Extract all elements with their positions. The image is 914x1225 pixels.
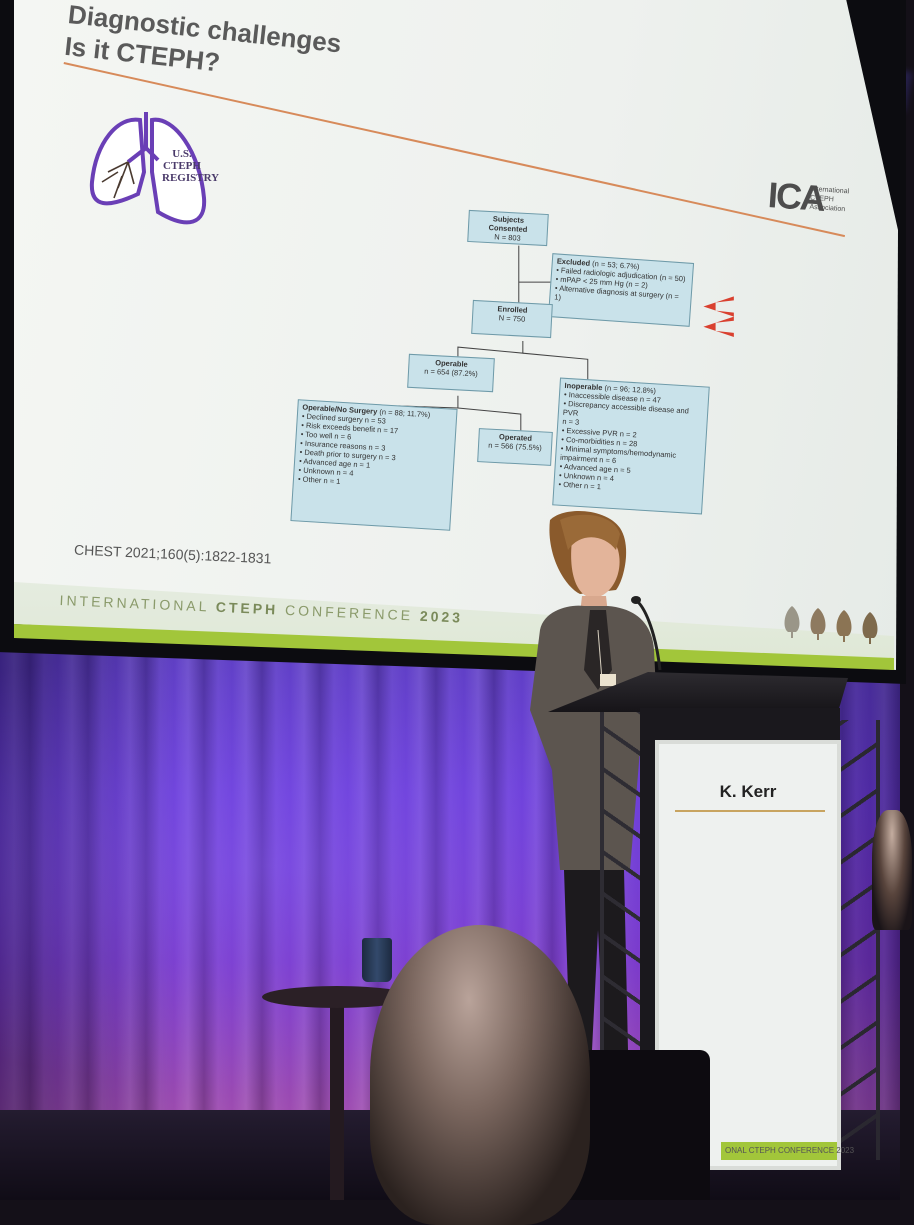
seated-person [872, 810, 912, 930]
box-operated: Operated n = 566 (75.5%) [477, 428, 553, 466]
speaker-name: K. Kerr [719, 782, 777, 801]
slide-title: Diagnostic challenges Is it CTEPH? [63, 0, 468, 105]
registry-logo-line1: U.S. [172, 148, 192, 160]
slide-citation: CHEST 2021;160(5):1822-1831 [73, 541, 272, 567]
projection-screen: Diagnostic challenges Is it CTEPH? U.S. … [14, 0, 898, 670]
box-inoperable: Inoperable (n = 96; 12.8%) • Inaccessibl… [552, 377, 710, 515]
tree-lung-icon [836, 610, 852, 642]
side-table-leg [330, 1000, 344, 1200]
registry-logo-line3: REGISTRY [162, 172, 220, 184]
audience-member-head [370, 925, 590, 1225]
side-table [262, 986, 412, 1008]
lungs-icon [89, 112, 207, 225]
registry-logo-line2: CTEPH [163, 160, 201, 172]
box-operable: Operable n = 654 (87.2%) [407, 353, 495, 393]
box-subjects-consented: Subjects Consented N = 803 [467, 209, 549, 247]
microphone-icon [636, 600, 662, 671]
box-operable-no-surgery: Operable/No Surgery (n = 88; 11.7%) • De… [290, 399, 458, 531]
flowchart-connectors [398, 245, 734, 435]
tree-lung-icon [862, 612, 878, 644]
red-arrows [703, 296, 734, 337]
ica-logo-subtitle: International CTEPH Association [809, 185, 849, 215]
tree-lung-icon [784, 606, 800, 638]
footer-part4: 2023 [419, 607, 464, 626]
podium-rule [675, 810, 825, 812]
water-glass [362, 938, 392, 982]
footer-part2: CTEPH [215, 598, 279, 618]
podium-footer-band: ONAL CTEPH CONFERENCE 2023 [721, 1142, 854, 1160]
tree-lung-icon [810, 608, 826, 640]
box-excluded: Excluded (n = 53; 6.7%) • Failed radiolo… [547, 253, 695, 327]
box-enrolled: Enrolled N = 750 [471, 299, 553, 339]
registry-lungs-logo: U.S. CTEPH REGISTRY [88, 112, 220, 234]
